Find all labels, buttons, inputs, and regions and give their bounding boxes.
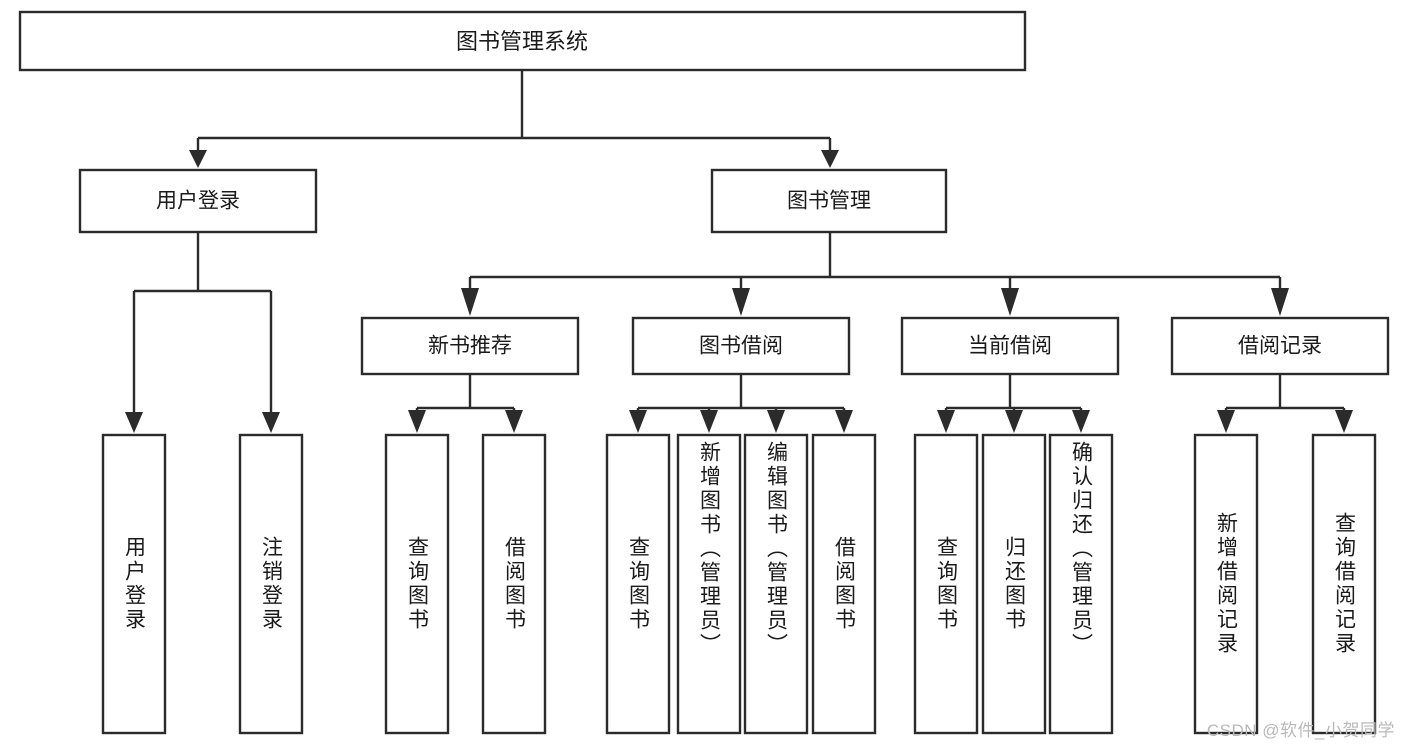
node-current-borrow-label: 当前借阅	[968, 335, 1052, 358]
node-leaf-edit-book-rect[interactable]	[743, 433, 809, 735]
connector-current-borrow-children	[937, 374, 1090, 433]
arrow-leaf-query-record	[1335, 410, 1353, 433]
csdn-watermark: CSDN @软件_小贺同学	[1206, 721, 1395, 740]
arrow-to-book-management	[821, 150, 839, 168]
node-leaf-borrow-book-1-rect[interactable]	[481, 433, 547, 735]
node-leaf-add-record-rect[interactable]	[1193, 433, 1259, 735]
node-user-login-label: 用户登录	[156, 190, 240, 213]
node-new-book-recommend[interactable]: 新书推荐	[360, 316, 580, 376]
node-leaf-add-book-rect[interactable]	[676, 433, 742, 735]
arrow-leaf-confirm-return	[1072, 410, 1090, 433]
node-borrow-records-label: 借阅记录	[1238, 335, 1322, 358]
node-book-management-rect[interactable]	[710, 168, 948, 234]
node-book-management-label: 图书管理	[787, 190, 871, 213]
arrow-leaf-return-book	[1005, 410, 1023, 433]
arrow-to-user-login	[189, 150, 207, 168]
arrow-to-book-borrow	[732, 288, 750, 316]
arrow-to-borrow-records	[1271, 288, 1289, 316]
node-borrow-records-rect[interactable]	[1170, 316, 1390, 376]
node-new-book-recommend-rect[interactable]	[360, 316, 580, 376]
arrow-to-new-book-recommend	[461, 288, 479, 316]
node-book-borrow-label: 图书借阅	[699, 335, 783, 358]
node-leaf-confirm-return-rect[interactable]	[1048, 433, 1114, 735]
connector-user-login-children	[125, 232, 280, 433]
node-root[interactable]: 图书管理系统	[18, 10, 1027, 72]
node-leaf-query-book-1-rect[interactable]	[384, 433, 450, 735]
node-leaf-query-record-rect[interactable]	[1311, 433, 1377, 735]
connector-borrow-records-children	[1217, 374, 1353, 433]
node-leaf-user-login-rect[interactable]	[101, 433, 167, 735]
arrow-leaf-borrow-book-2	[835, 410, 853, 433]
node-leaf-query-book-3-rect[interactable]	[913, 433, 979, 735]
node-leaf-query-book-2-rect[interactable]	[605, 433, 671, 735]
arrow-leaf-borrow-book-1	[505, 410, 523, 433]
arrow-leaf-add-record	[1217, 410, 1235, 433]
arrow-leaf-query-book-3	[937, 410, 955, 433]
node-root-label: 图书管理系统	[456, 29, 588, 54]
arrow-leaf-query-book-1	[408, 410, 426, 433]
connector-new-book-recommend-children	[408, 374, 523, 433]
node-leaf-return-book-rect[interactable]	[981, 433, 1047, 735]
node-leaf-borrow-book-2-rect[interactable]	[811, 433, 877, 735]
node-book-borrow[interactable]: 图书借阅	[631, 316, 851, 376]
connector-book-management-children	[461, 232, 1289, 316]
node-current-borrow-rect[interactable]	[900, 316, 1120, 376]
arrow-leaf-edit-book	[767, 410, 785, 433]
node-user-login-rect[interactable]	[78, 168, 318, 234]
node-book-management[interactable]: 图书管理	[710, 168, 948, 234]
connector-root-to-level1	[189, 70, 839, 168]
node-borrow-records[interactable]: 借阅记录	[1170, 316, 1390, 376]
node-leaf-user-logout-rect[interactable]	[238, 433, 304, 735]
node-book-borrow-rect[interactable]	[631, 316, 851, 376]
connector-book-borrow-children	[629, 374, 853, 433]
arrow-leaf-user-login	[125, 412, 143, 433]
node-current-borrow[interactable]: 当前借阅	[900, 316, 1120, 376]
arrow-leaf-query-book-2	[629, 410, 647, 433]
arrow-leaf-user-logout	[262, 412, 280, 433]
node-new-book-recommend-label: 新书推荐	[428, 335, 512, 358]
arrow-leaf-add-book	[700, 410, 718, 433]
node-root-rect[interactable]	[18, 10, 1027, 72]
arrow-to-current-borrow	[1001, 288, 1019, 316]
node-user-login[interactable]: 用户登录	[78, 168, 318, 234]
